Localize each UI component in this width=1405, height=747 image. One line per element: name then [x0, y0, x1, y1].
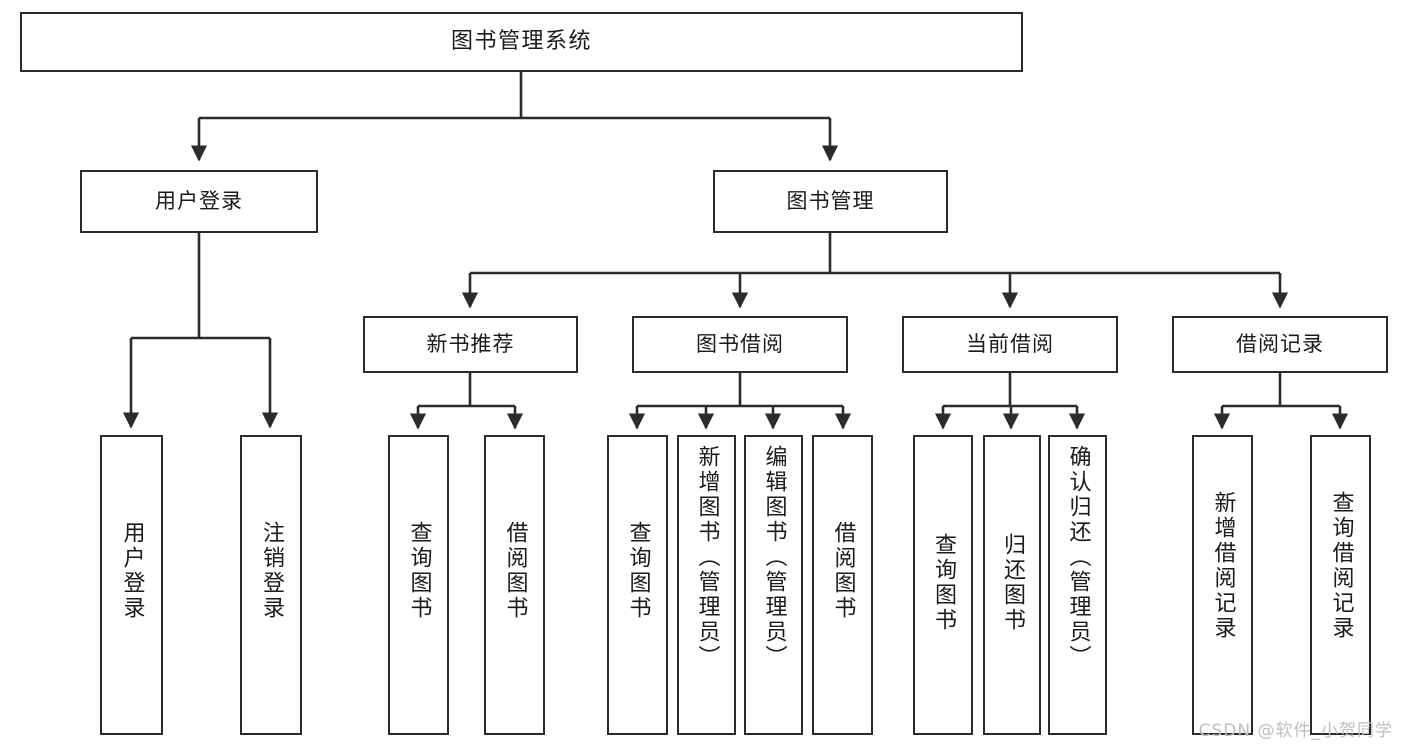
leaf-new-book-borrow[interactable]: 借阅图书	[484, 435, 545, 735]
node-label: 查询图书	[625, 521, 651, 621]
leaf-records-query-record[interactable]: 查询借阅记录	[1310, 435, 1371, 735]
node-user-login[interactable]: 用户登录	[80, 170, 318, 233]
node-label: 注销登录	[259, 521, 284, 621]
node-label: 图书管理系统	[450, 29, 592, 55]
node-label: 查询图书	[406, 521, 432, 621]
node-book-borrow[interactable]: 图书借阅	[632, 316, 848, 373]
node-label: 编辑图书（管理员）	[761, 445, 787, 670]
leaf-borrow-add-book-admin[interactable]: 新增图书（管理员）	[677, 435, 736, 735]
node-label: 图书借阅	[696, 332, 784, 357]
node-label: 新增借阅记录	[1210, 491, 1236, 641]
node-label: 新书推荐	[426, 332, 515, 357]
leaf-borrow-edit-book-admin[interactable]: 编辑图书（管理员）	[744, 435, 803, 735]
node-label: 借阅记录	[1236, 332, 1324, 357]
node-label: 查询借阅记录	[1328, 491, 1354, 641]
leaf-new-book-query[interactable]: 查询图书	[388, 435, 449, 735]
node-new-book-recommend[interactable]: 新书推荐	[363, 316, 578, 373]
node-label: 借阅图书	[830, 521, 856, 621]
leaf-current-return-book[interactable]: 归还图书	[983, 435, 1041, 735]
leaf-user-login-signin[interactable]: 用户登录	[100, 435, 163, 735]
leaf-borrow-borrow-book[interactable]: 借阅图书	[812, 435, 873, 735]
node-label: 借阅图书	[502, 521, 528, 621]
leaf-records-add-record[interactable]: 新增借阅记录	[1192, 435, 1253, 735]
leaf-user-login-signout[interactable]: 注销登录	[240, 435, 302, 735]
leaf-borrow-query-book[interactable]: 查询图书	[607, 435, 668, 735]
node-label: 图书管理	[786, 189, 875, 214]
node-label: 新增图书（管理员）	[694, 445, 720, 670]
leaf-current-confirm-return-admin[interactable]: 确认归还（管理员）	[1048, 435, 1107, 735]
node-borrow-records[interactable]: 借阅记录	[1172, 316, 1388, 373]
node-label: 用户登录	[155, 189, 243, 214]
leaf-current-query-book[interactable]: 查询图书	[913, 435, 973, 735]
node-book-management[interactable]: 图书管理	[713, 170, 948, 233]
node-root-system[interactable]: 图书管理系统	[20, 12, 1023, 72]
node-label: 确认归还（管理员）	[1065, 445, 1091, 670]
node-current-borrow[interactable]: 当前借阅	[902, 316, 1118, 373]
node-label: 查询图书	[931, 533, 956, 633]
node-label: 归还图书	[1000, 533, 1025, 633]
node-label: 用户登录	[119, 521, 145, 621]
node-label: 当前借阅	[966, 332, 1054, 357]
